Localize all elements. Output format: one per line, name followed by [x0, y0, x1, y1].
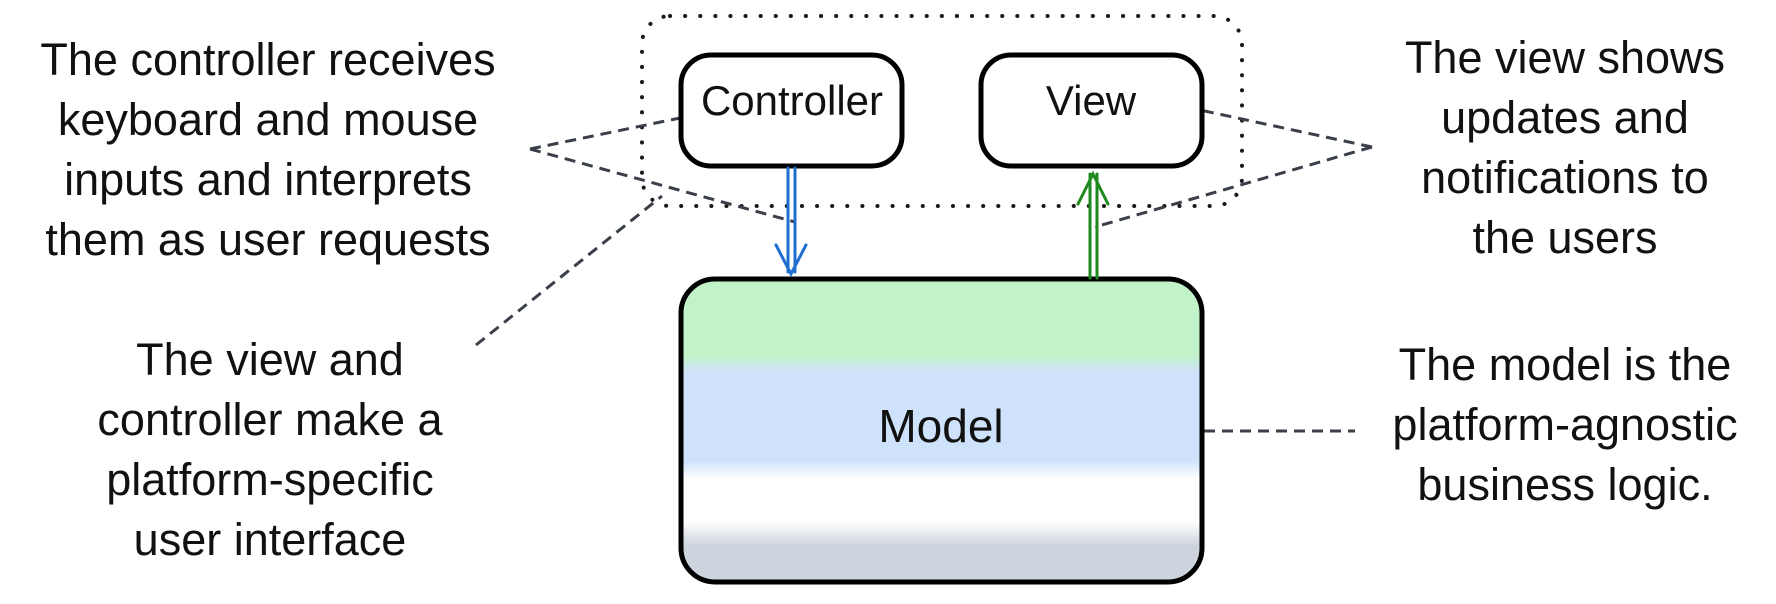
- view-caption-line: The view shows: [1404, 32, 1726, 83]
- model-box: [678, 276, 1205, 585]
- controller-leader-lower: [529, 147, 796, 224]
- ui-group-boundary: [640, 14, 1244, 208]
- controller-to-model-arrow: [774, 166, 808, 278]
- platform-caption-line: platform-specific: [106, 454, 434, 505]
- view-label: View: [1046, 77, 1137, 124]
- controller-leader-upper: [529, 116, 681, 151]
- platform-caption-line: controller make a: [97, 394, 443, 445]
- platform-caption: The view and controller make a platform-…: [60, 330, 480, 570]
- view-caption-line: notifications to: [1421, 152, 1709, 203]
- controller-label: Controller: [701, 77, 883, 124]
- view-caption-line: updates and: [1441, 92, 1689, 143]
- controller-caption-line: inputs and interprets: [64, 154, 472, 205]
- view-caption: The view shows updates and notifications…: [1375, 28, 1755, 268]
- model-label: Model: [878, 400, 1003, 452]
- platform-caption-line: The view and: [136, 334, 404, 385]
- controller-caption: The controller receives keyboard and mou…: [8, 30, 528, 270]
- controller-caption-line: The controller receives: [40, 34, 496, 85]
- model-caption-line: platform-agnostic: [1392, 399, 1738, 450]
- view-caption-line: the users: [1472, 212, 1658, 263]
- controller-caption-line: them as user requests: [45, 214, 491, 265]
- model-caption-line: The model is the: [1398, 339, 1732, 390]
- model-caption: The model is the platform-agnostic busin…: [1358, 335, 1772, 515]
- platform-caption-line: user interface: [133, 514, 407, 565]
- view-box: [978, 52, 1205, 169]
- model-to-view-arrow: [1076, 170, 1110, 280]
- controller-caption-line: keyboard and mouse: [57, 94, 479, 145]
- platform-leader: [475, 194, 663, 347]
- controller-box: [678, 52, 905, 169]
- view-leader-lower: [1094, 145, 1373, 229]
- model-caption-line: business logic.: [1417, 459, 1713, 510]
- view-leader-upper: [1199, 108, 1373, 149]
